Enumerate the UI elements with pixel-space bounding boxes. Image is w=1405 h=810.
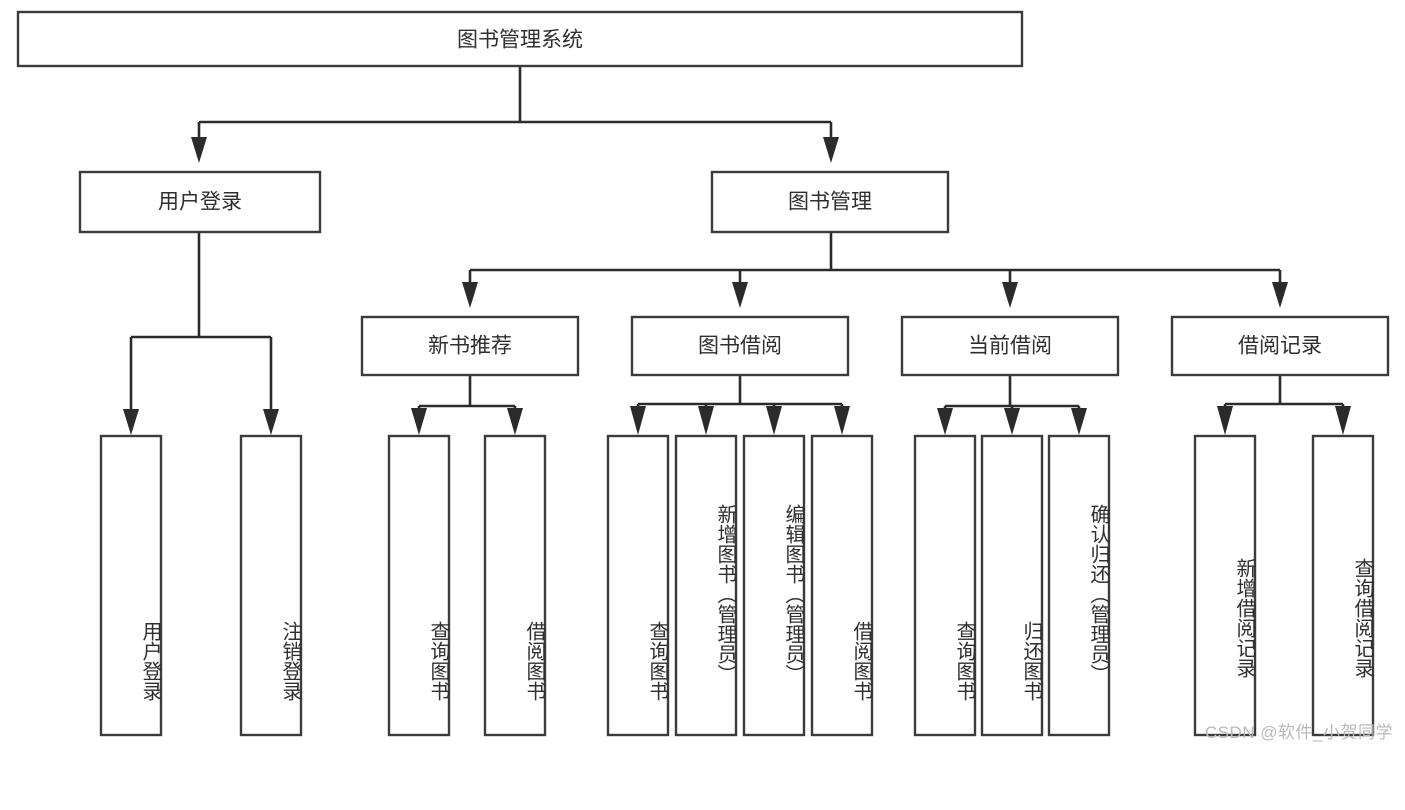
node-new-book-recommend-box[interactable] [360,315,580,377]
leaf-box-logout-login[interactable] [239,434,303,737]
arrowhead-current-borrow [1002,282,1018,308]
diagram-canvas: 图书管理系统 用户登录 图书管理 新书推荐 图书借阅 当前借阅 借阅记录 [16,10,1393,742]
connector-group-book-borrow [630,375,850,435]
leaf-box-query-borrow-record[interactable] [1311,434,1375,737]
arrowhead-leaf-return-book [1004,408,1020,435]
arrowhead-leaf-user-login [123,409,139,435]
arrowhead-leaf-query-borrow-record [1335,406,1351,435]
arrowhead-book-borrow [732,282,748,308]
node-book-borrow-box[interactable] [630,315,850,377]
leaf-box-edit-book-admin[interactable] [742,434,806,737]
leaf-boxes-current-borrow [913,434,1111,737]
arrowhead-user-login [191,137,207,163]
leaf-boxes-book-borrow [606,434,874,737]
arrowhead-leaf-edit-book-admin [766,406,782,435]
leaf-boxes-borrow-record [1193,434,1375,737]
connector-group-new-book-recommend [411,375,523,435]
leaf-boxes-user-login [99,434,303,737]
arrowhead-leaf-confirm-return-admin [1071,408,1087,435]
leaf-box-confirm-return-admin[interactable] [1047,434,1111,737]
arrowhead-borrow-record [1272,282,1288,308]
connector-group-root [191,66,839,163]
arrowhead-leaf-borrow-book-2 [834,406,850,435]
connector-group-user-login [123,232,279,435]
node-root[interactable]: 图书管理系统 [16,10,1024,68]
leaf-box-query-book-1[interactable] [387,434,451,737]
node-new-book-recommend[interactable]: 新书推荐 [360,315,580,377]
arrowhead-leaf-add-borrow-record [1217,406,1233,435]
node-book-management[interactable]: 图书管理 [710,170,950,234]
leaf-box-user-login[interactable] [99,434,163,737]
node-user-login-label: 用户登录 [158,191,242,214]
leaf-box-query-book-3[interactable] [913,434,977,737]
arrowhead-book-management [823,137,839,163]
leaf-box-query-book-2[interactable] [606,434,670,737]
node-borrow-record-label: 借阅记录 [1238,335,1322,358]
node-borrow-record[interactable]: 借阅记录 [1170,315,1390,377]
leaf-box-borrow-book-2[interactable] [810,434,874,737]
connector-group-borrow-record [1217,375,1351,435]
node-current-borrow-label: 当前借阅 [968,335,1052,358]
hierarchy-diagram-svg: 图书管理系统 用户登录 图书管理 新书推荐 图书借阅 当前借阅 借阅记录 [16,10,1390,737]
arrowhead-leaf-borrow-book-1 [507,408,523,435]
leaf-box-borrow-book-1[interactable] [483,434,547,737]
leaf-boxes-new-book-recommend [387,434,547,737]
node-user-login[interactable]: 用户登录 [78,170,322,234]
leaf-box-return-book[interactable] [980,434,1044,737]
node-current-borrow-box[interactable] [900,315,1120,377]
leaf-box-add-book-admin[interactable] [674,434,738,737]
connector-group-book-management [462,232,1288,308]
node-book-borrow[interactable]: 图书借阅 [630,315,850,377]
leaf-box-add-borrow-record[interactable] [1193,434,1257,737]
csdn-watermark: CSDN @软件_小贺同学 [1204,723,1393,742]
arrowhead-leaf-query-book-3 [937,408,953,435]
node-book-borrow-label: 图书借阅 [698,335,782,358]
arrowhead-leaf-query-book-2 [630,406,646,435]
node-book-management-box[interactable] [710,170,950,234]
node-borrow-record-box[interactable] [1170,315,1390,377]
node-root-label: 图书管理系统 [457,29,583,52]
arrowhead-leaf-logout-login [263,409,279,435]
arrowhead-leaf-query-book-1 [411,408,427,435]
arrowhead-new-book-recommend [462,282,478,308]
node-new-book-recommend-label: 新书推荐 [428,335,512,358]
node-root-box[interactable] [16,10,1024,68]
node-book-management-label: 图书管理 [788,191,872,214]
arrowhead-leaf-add-book-admin [698,406,714,435]
connector-group-current-borrow [937,375,1087,435]
node-user-login-box[interactable] [78,170,322,234]
node-current-borrow[interactable]: 当前借阅 [900,315,1120,377]
